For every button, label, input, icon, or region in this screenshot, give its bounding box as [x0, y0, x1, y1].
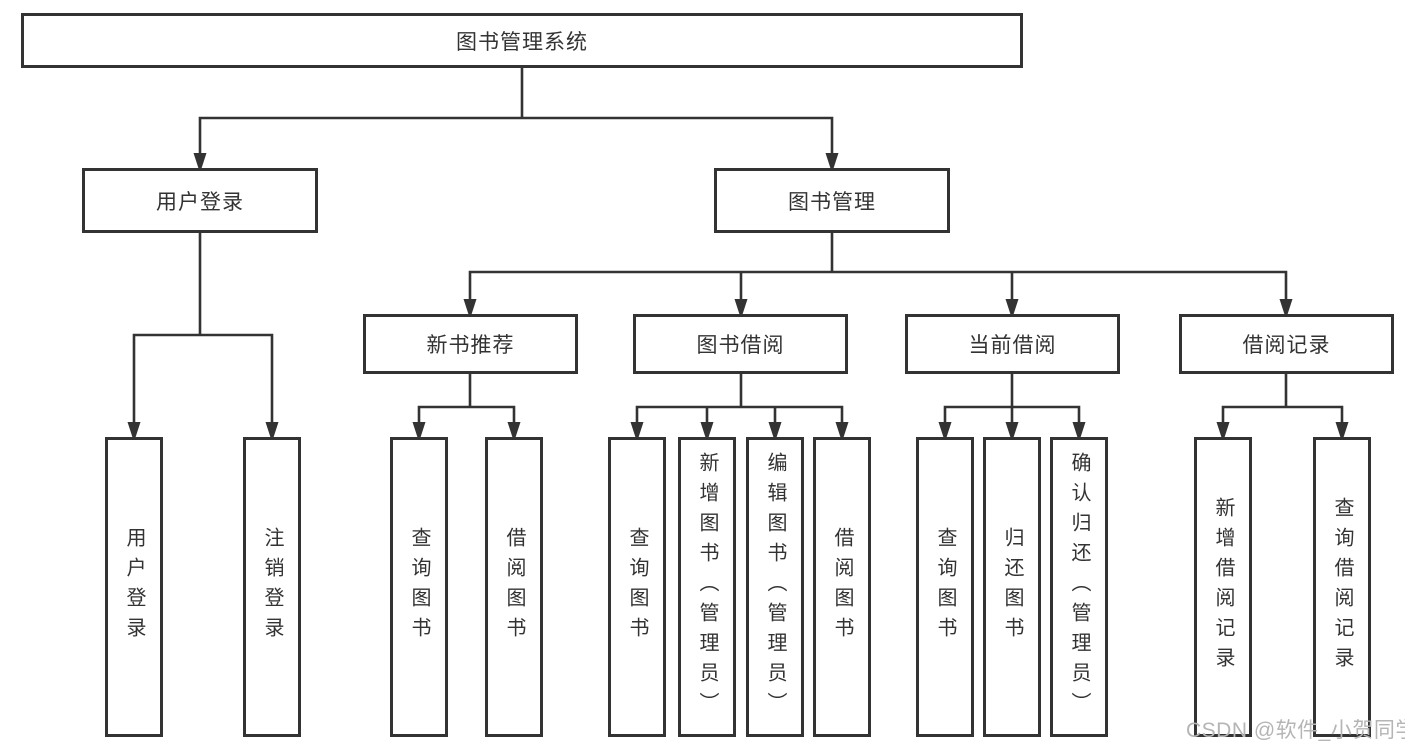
node-leaf-logout: 注销登录: [243, 437, 301, 737]
leaf-label: 借阅图书: [831, 527, 853, 647]
leaf-label: 归还图书: [1001, 527, 1023, 647]
node-leaf-current-confirm-return-admin: 确认归还（管理员）: [1050, 437, 1108, 737]
leaf-label: 查询图书: [934, 527, 956, 647]
node-leaf-user-login: 用户登录: [105, 437, 163, 737]
node-borrow-records: 借阅记录: [1179, 314, 1394, 374]
node-leaf-current-query-books: 查询图书: [916, 437, 974, 737]
node-leaf-records-query-record: 查询借阅记录: [1313, 437, 1371, 737]
leaf-label: 用户登录: [123, 527, 145, 647]
leaf-label: 注销登录: [261, 527, 283, 647]
leaf-label: 查询图书: [626, 527, 648, 647]
node-leaf-newbook-borrow-books: 借阅图书: [485, 437, 543, 737]
node-leaf-borrow-add-books-admin: 新增图书（管理员）: [678, 437, 736, 737]
node-current-borrow: 当前借阅: [905, 314, 1120, 374]
leaf-label: 查询借阅记录: [1331, 497, 1353, 677]
leaf-label: 借阅图书: [503, 527, 525, 647]
node-new-book-recommend: 新书推荐: [363, 314, 578, 374]
node-root-system: 图书管理系统: [21, 13, 1023, 68]
node-book-borrow: 图书借阅: [633, 314, 848, 374]
node-user-login: 用户登录: [82, 168, 318, 233]
arrowhead-icons: [127, 153, 1349, 442]
node-leaf-newbook-query-books: 查询图书: [390, 437, 448, 737]
node-leaf-current-return-books: 归还图书: [983, 437, 1041, 737]
leaf-label: 查询图书: [408, 527, 430, 647]
leaf-label: 新增借阅记录: [1212, 497, 1234, 677]
leaf-label: 新增图书（管理员）: [696, 452, 718, 722]
node-leaf-borrow-borrow-books: 借阅图书: [813, 437, 871, 737]
node-leaf-borrow-edit-books-admin: 编辑图书（管理员）: [746, 437, 804, 737]
node-book-management: 图书管理: [714, 168, 950, 233]
node-leaf-borrow-query-books: 查询图书: [608, 437, 666, 737]
leaf-label: 确认归还（管理员）: [1068, 452, 1090, 722]
leaf-label: 编辑图书（管理员）: [764, 452, 786, 722]
node-leaf-records-add-record: 新增借阅记录: [1194, 437, 1252, 737]
csdn-watermark: CSDN @软件_小贺同学: [1186, 719, 1405, 742]
